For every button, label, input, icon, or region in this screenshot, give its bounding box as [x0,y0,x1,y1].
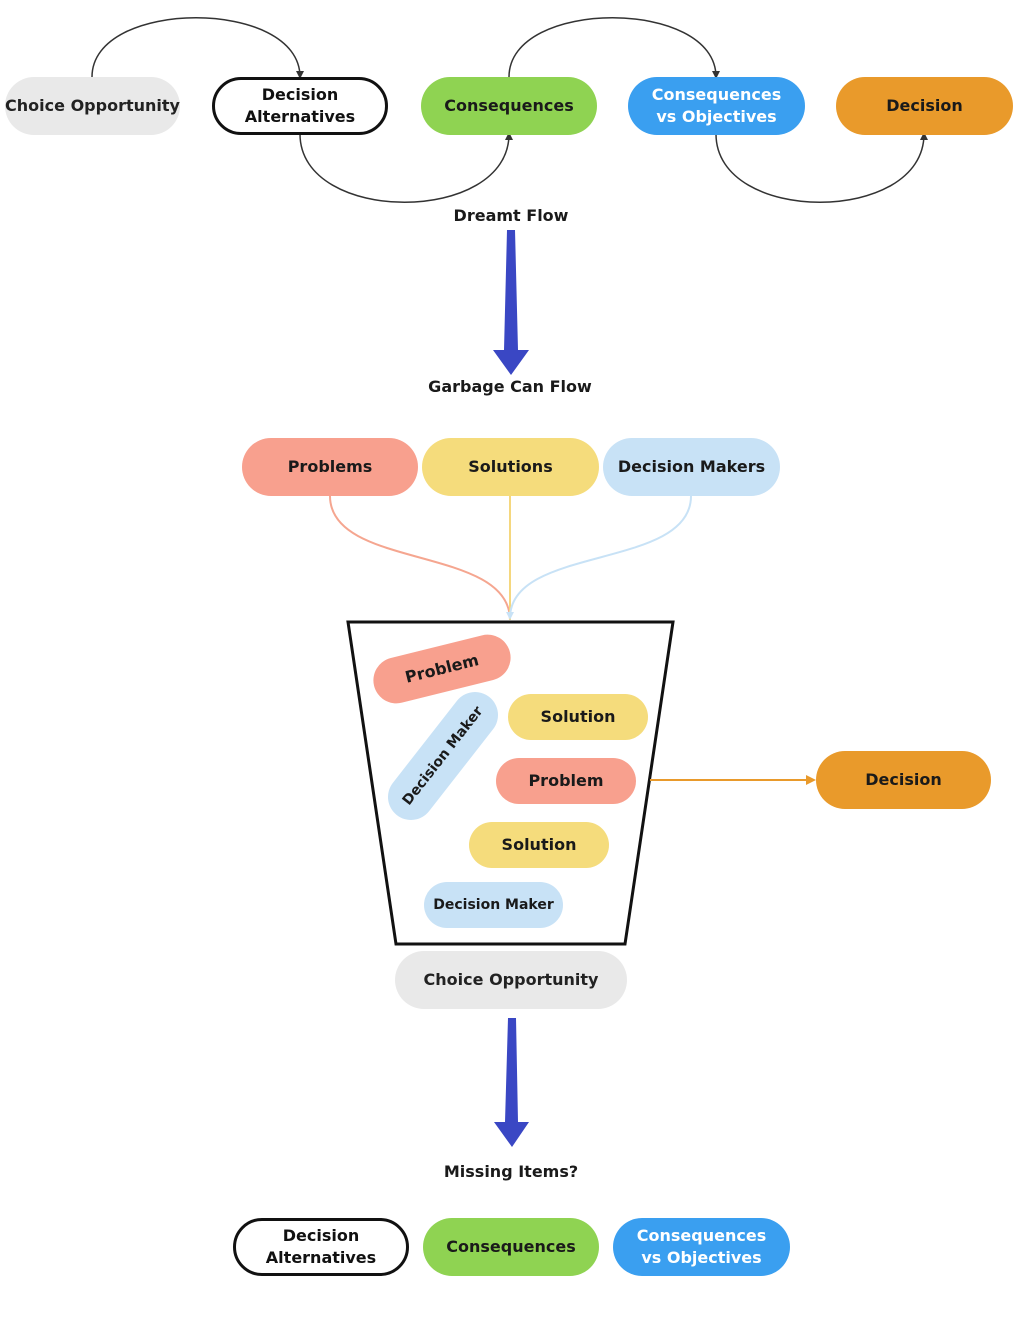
big-arrow-down-1 [493,230,529,375]
missing-consequences-vs-objectives[interactable]: Consequences vs Objectives [613,1218,790,1276]
dreamt-consequences-vs-objectives[interactable]: Consequences vs Objectives [628,77,805,135]
connector-alternatives-to-consequences [299,132,513,203]
input-decision-makers[interactable]: Decision Makers [603,438,780,496]
missing-decision-alternatives[interactable]: Decision Alternatives [233,1218,409,1276]
can-item-solution-1[interactable]: Solution [508,694,648,740]
connector-objectives-to-decision [715,132,928,203]
output-decision[interactable]: Decision [816,751,991,809]
garbage-can-flow-label: Garbage Can Flow [428,377,592,396]
connector-choice-to-alternatives [91,17,304,79]
dreamt-consequences[interactable]: Consequences [421,77,597,135]
missing-items-label: Missing Items? [443,1162,579,1181]
connector-problems-to-can [329,495,511,621]
dreamt-choice-opportunity[interactable]: Choice Opportunity [5,77,180,135]
can-item-problem-2[interactable]: Problem [496,758,636,804]
can-item-decision-maker-2[interactable]: Decision Maker [424,882,563,928]
input-problems[interactable]: Problems [242,438,418,496]
big-arrow-down-2 [494,1018,529,1147]
connector-consequences-to-objectives [508,17,720,79]
missing-consequences[interactable]: Consequences [423,1218,599,1276]
can-item-solution-2[interactable]: Solution [469,822,609,868]
dreamt-decision[interactable]: Decision [836,77,1013,135]
dreamt-decision-alternatives[interactable]: Decision Alternatives [212,77,388,135]
connector-makers-to-can [506,495,692,620]
input-solutions[interactable]: Solutions [422,438,599,496]
can-choice-opportunity[interactable]: Choice Opportunity [395,951,627,1009]
dreamt-flow-label: Dreamt Flow [453,206,569,225]
